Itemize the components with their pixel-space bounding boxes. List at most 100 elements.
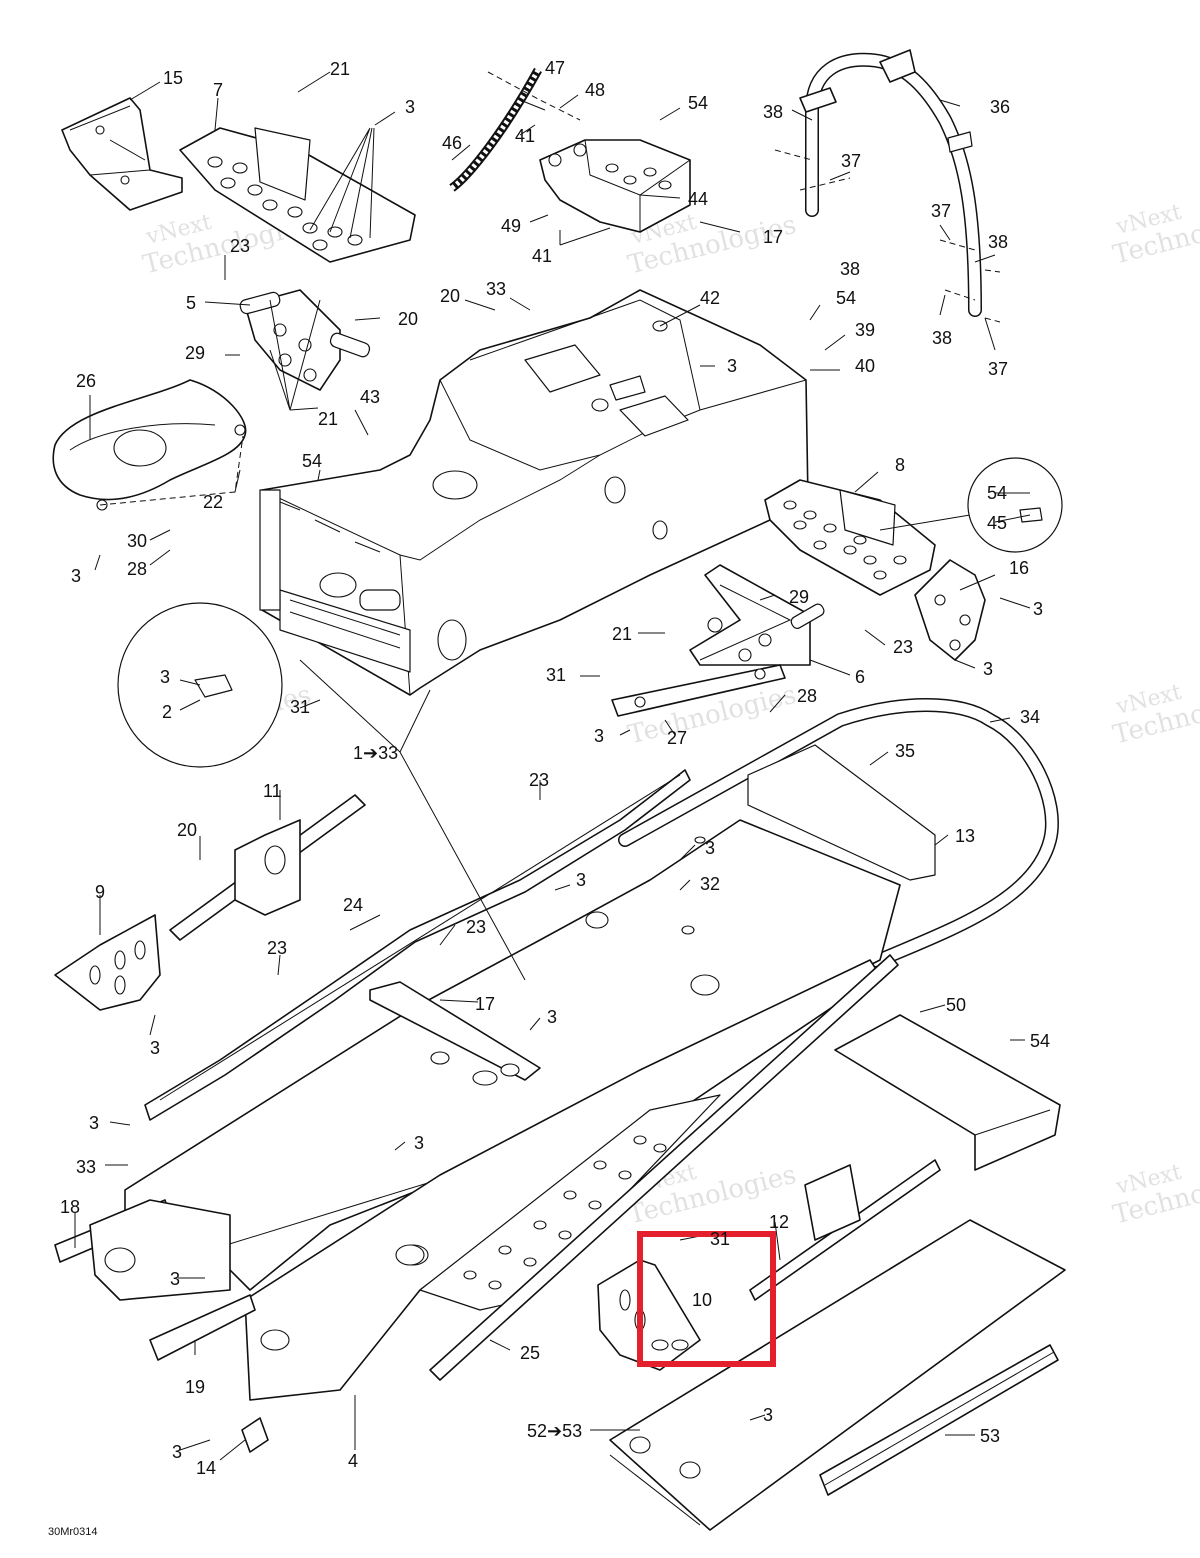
callout-label: 3 — [160, 667, 170, 687]
callout-label: 54 — [302, 451, 322, 471]
part-12-bar — [749, 1159, 941, 1301]
part-26-guard — [52, 379, 247, 511]
callout-label: 42 — [700, 288, 720, 308]
part-53-wear-strip — [819, 1344, 1059, 1496]
callout-label: 3 — [150, 1038, 160, 1058]
callout-label: 3 — [170, 1269, 180, 1289]
part-34-rear-bumper — [618, 698, 1059, 972]
callout-range-main-frame: 1➔33 — [353, 743, 398, 763]
callout-label: 9 — [95, 882, 105, 902]
callout-label: 38 — [988, 232, 1008, 252]
detail-circle-right — [967, 457, 1063, 553]
part-11-cross-bar — [169, 794, 366, 941]
part-46-cable — [449, 67, 581, 192]
callout-label: 23 — [267, 938, 287, 958]
callout-label: 25 — [520, 1343, 540, 1363]
callout-label: 33 — [76, 1157, 96, 1177]
callout-label: 47 — [545, 58, 565, 78]
callout-label: 36 — [990, 97, 1010, 117]
callout-label: 41 — [532, 246, 552, 266]
callout-label: 17 — [475, 994, 495, 1014]
callout-label: 33 — [486, 279, 506, 299]
callout-label: 3 — [547, 1007, 557, 1027]
part-5-pivot-bracket — [239, 289, 371, 411]
callout-label: 22 — [203, 492, 223, 512]
callout-label: 3 — [594, 726, 604, 746]
callout-label: 23 — [230, 236, 250, 256]
callout-label: 29 — [789, 587, 809, 607]
callout-label: 12 — [769, 1212, 789, 1232]
callout-label: 20 — [177, 820, 197, 840]
part-25-runner-strip — [429, 954, 899, 1381]
part-17-bracket — [369, 981, 541, 1081]
callout-label: 8 — [895, 455, 905, 475]
callout-label: 6 — [855, 667, 865, 687]
part-52-skid-plate — [609, 1219, 1066, 1531]
callout-label: 26 — [76, 371, 96, 391]
part-15-bracket — [61, 97, 183, 211]
callout-label: 28 — [127, 559, 147, 579]
callout-label: 24 — [343, 895, 363, 915]
part-8-footrest-plate — [764, 479, 971, 596]
callout-label: 49 — [501, 216, 521, 236]
part-6-arm-bracket — [689, 564, 825, 666]
part-10-bracket — [597, 1259, 701, 1371]
callout-label: 53 — [980, 1426, 1000, 1446]
callout-label: 32 — [700, 874, 720, 894]
part-16-bracket — [914, 559, 986, 661]
callout-label: 3 — [414, 1133, 424, 1153]
callout-label: 34 — [1020, 707, 1040, 727]
callout-label: 4 — [348, 1451, 358, 1471]
callout-label: 16 — [1009, 558, 1029, 578]
callout-label: 3 — [727, 356, 737, 376]
callout-label: 39 — [855, 320, 875, 340]
callout-label: 30 — [127, 531, 147, 551]
callout-label: 21 — [318, 409, 338, 429]
callout-label: 37 — [988, 359, 1008, 379]
callout-label: 31 — [710, 1229, 730, 1249]
callout-label: 31 — [546, 665, 566, 685]
callout-label: 54 — [1030, 1031, 1050, 1051]
callout-label: 48 — [585, 80, 605, 100]
callout-label: 3 — [172, 1442, 182, 1462]
callout-label: 45 — [987, 513, 1007, 533]
callout-label: 11 — [263, 781, 282, 801]
callout-label: 23 — [529, 770, 549, 790]
part-main-frame — [259, 289, 809, 696]
callout-label: 46 — [442, 133, 462, 153]
callout-label: 14 — [196, 1458, 216, 1478]
part-27-flat-bar — [611, 664, 786, 717]
part-44-steering-support — [539, 139, 691, 233]
callout-label: 5 — [186, 293, 196, 313]
callout-label: 54 — [688, 93, 708, 113]
part-36-steering-loop — [774, 49, 1001, 323]
callout-label: 27 — [667, 728, 687, 748]
callout-label: 43 — [360, 387, 380, 407]
callout-label: 3 — [405, 97, 415, 117]
callout-label: 3 — [1033, 599, 1043, 619]
callout-label: 31 — [290, 697, 310, 717]
callout-label: 3 — [983, 659, 993, 679]
callout-label: 15 — [163, 68, 183, 88]
callout-labels: 15 7 21 3 47 48 41 46 54 44 49 41 17 38 … — [60, 58, 1050, 1478]
callout-label: 3 — [89, 1113, 99, 1133]
part-footrest-holes — [395, 1094, 721, 1311]
callout-label: 35 — [895, 741, 915, 761]
callout-label: 54 — [836, 288, 856, 308]
callout-label: 7 — [213, 80, 223, 100]
callout-label: 3 — [705, 838, 715, 858]
callout-label: 37 — [841, 151, 861, 171]
callout-label: 44 — [688, 189, 708, 209]
callout-label: 20 — [398, 309, 418, 329]
callout-label: 23 — [466, 917, 486, 937]
part-9-bracket — [54, 914, 161, 1011]
callout-label: 3 — [763, 1405, 773, 1425]
callout-label: 13 — [955, 826, 975, 846]
callout-label: 18 — [60, 1197, 80, 1217]
callout-label: 38 — [763, 102, 783, 122]
callout-label: 23 — [893, 637, 913, 657]
callout-label: 19 — [185, 1377, 205, 1397]
part-14-small-bracket — [241, 1417, 269, 1453]
callout-range-runner-kit: 52➔53 — [527, 1421, 582, 1441]
callout-label: 40 — [855, 356, 875, 376]
